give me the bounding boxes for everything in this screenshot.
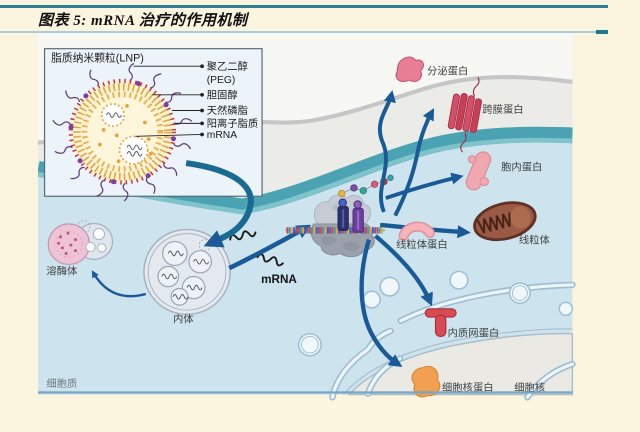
cholesterol-dots [68,80,176,185]
peg-label-line2: (PEG) [207,75,236,86]
title-bottom-rule [0,31,596,33]
lysosome [47,220,114,266]
lnp-mrna-label: mRNA [207,130,238,141]
core-lipid-dots [98,104,153,164]
mechanism-diagram: 溶酶体 内体 mRNA [38,33,576,401]
cholesterol-label: 胆固醇 [207,89,238,102]
transmembrane-protein [447,76,482,153]
ribosome [285,174,394,258]
peg-label-line1: 聚乙二醇 [207,60,248,73]
secreted-protein-label: 分泌蛋白 [427,65,468,78]
secreted-protein [395,56,425,83]
mrna-vesicle-2 [118,135,149,165]
phospholipid-label: 天然磷脂 [207,104,248,117]
mitochondrial-protein [398,221,436,241]
arrow-lnp-to-endosome [185,160,254,248]
nuclear-protein [411,365,441,398]
title-bottom-rule-end [596,30,608,34]
arrow-to-transmembrane-protein [393,108,435,217]
nucleus-label: 细胞核 [514,381,545,394]
diagram-bottom-rule [38,391,573,394]
mrna-vesicle-1 [100,103,126,127]
peg-chains [52,62,193,202]
intracellular-protein-label: 胞内蛋白 [501,161,542,174]
cytoplasm-label: 细胞质 [46,377,77,390]
arrow-to-intracellular-protein [385,172,464,200]
leader-lines [133,65,203,137]
mitochondria [473,201,537,242]
er-protein [424,308,457,338]
title-top-rule [0,5,608,8]
endosome-label: 内体 [173,313,194,326]
er-protein-label: 内质网蛋白 [448,327,500,340]
lnp-particle [52,62,193,202]
mitochondria-label: 线粒体 [519,233,550,246]
leader-dots [200,64,204,137]
arrow-endosome-to-lysosome [91,270,147,298]
endosome [143,228,231,316]
arrow-to-secreted-protein [378,90,396,213]
lysosome-label: 溶酶体 [46,265,77,278]
arrow-to-nuclear-protein [359,239,403,368]
nuclear-protein-label: 细胞核蛋白 [442,381,494,394]
endoplasmic-reticulum [297,270,576,401]
intracellular-protein [465,151,492,191]
nucleus [343,328,574,396]
cationic-lipid-label: 阳离子脂质 [207,117,259,130]
free-mrna-label: mRNA [261,273,297,286]
figure-title: 图表 5: mRNA 治疗的作用机制 [38,13,248,29]
lnp-panel: 脂质纳米颗粒(LNP) [43,48,263,202]
lnp-panel-title: 脂质纳米颗粒(LNP) [51,52,144,65]
transmembrane-protein-label: 跨膜蛋白 [482,103,523,116]
mitochondrial-protein-label: 线粒体蛋白 [396,238,448,251]
arrow-to-er-protein [374,234,433,307]
